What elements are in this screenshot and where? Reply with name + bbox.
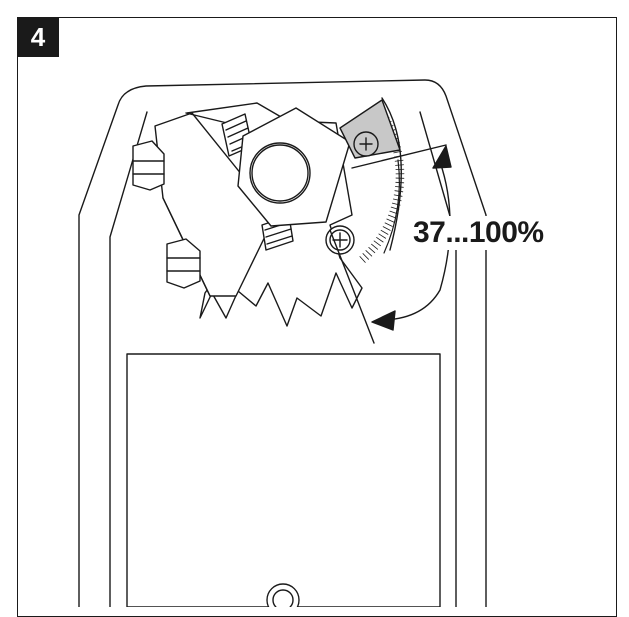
shaft-clamp bbox=[133, 103, 362, 326]
scale-tick bbox=[360, 256, 365, 262]
adjustment-range-label: 37...100% bbox=[411, 216, 546, 250]
scale-tick bbox=[387, 219, 394, 222]
scale-tick bbox=[363, 254, 369, 260]
scale-tick bbox=[381, 230, 388, 234]
scale-tick bbox=[377, 237, 384, 242]
scale-tick bbox=[366, 251, 372, 256]
scale-tick bbox=[374, 241, 380, 246]
scale-tick bbox=[379, 234, 386, 238]
step-number-badge: 4 bbox=[17, 17, 59, 57]
scale-tick bbox=[388, 215, 395, 218]
scale-tick bbox=[369, 247, 375, 252]
scale-tick bbox=[396, 182, 404, 183]
scale-tick bbox=[394, 195, 402, 196]
scale-tick bbox=[383, 227, 390, 231]
scale-tick bbox=[395, 186, 403, 187]
scale-tick bbox=[395, 160, 403, 161]
scale-tick bbox=[396, 165, 404, 166]
scale-tick bbox=[371, 244, 377, 249]
scale-tick bbox=[385, 223, 392, 226]
scale-tick bbox=[395, 191, 403, 192]
